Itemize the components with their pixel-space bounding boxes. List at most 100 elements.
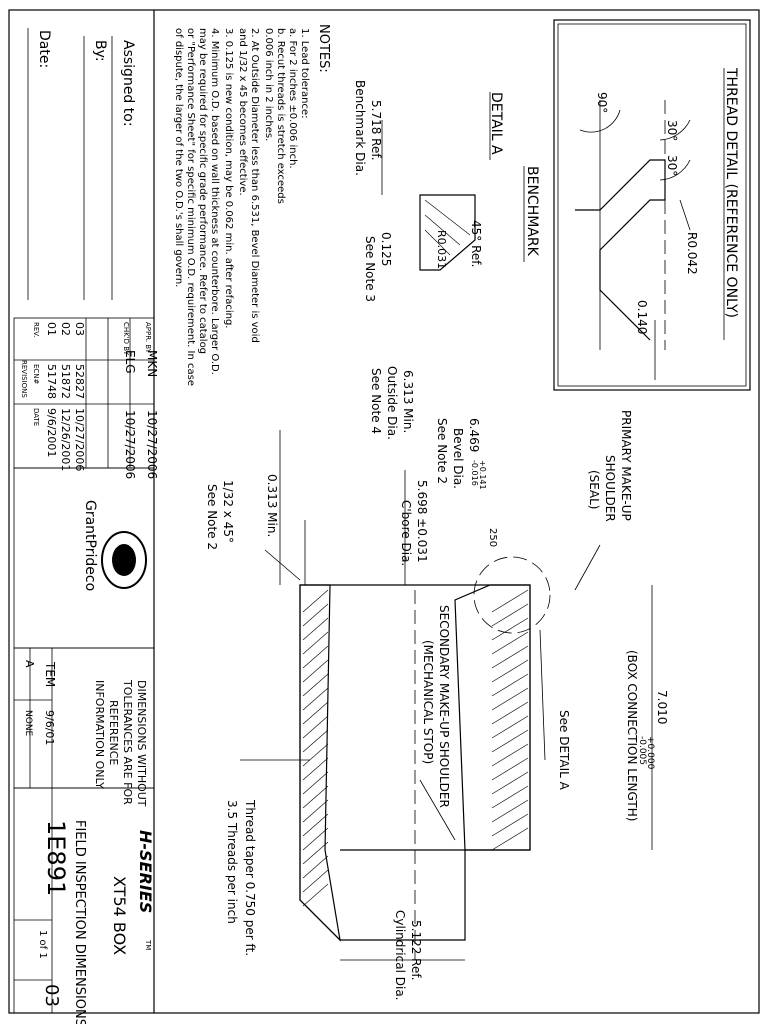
- section-hatch-line: [491, 729, 529, 753]
- part-title: XT54 BOX: [110, 876, 129, 955]
- detail-a-length-value: 0.125: [379, 232, 393, 266]
- upper-wall-hatch: [491, 589, 529, 851]
- chamfer-label: 1/32 x 45°: [221, 480, 235, 543]
- detail-a-profile: [419, 194, 476, 271]
- drawn-by: TEM: [43, 661, 57, 687]
- angle-30b-arc: [659, 159, 691, 181]
- section-hatch-line: [302, 785, 329, 809]
- rev-row-ecn: 52827: [73, 364, 86, 399]
- section-hatch-line: [302, 883, 329, 907]
- detail-a-length-note: See Note 3: [363, 236, 377, 302]
- note-line: 1. Lead tolerance:: [299, 28, 310, 119]
- thread-detail-title: THREAD DETAIL (REFERENCE ONLY): [723, 67, 739, 318]
- chkd-label: CHK'D BY: [122, 322, 130, 356]
- secondary-shoulder-line-2: (MECHANICAL STOP): [421, 640, 435, 764]
- detail-a: DETAIL A BENCHMARK 5.718 Ref. Benchmark …: [353, 80, 540, 302]
- note-line: 2. At Outside Diameter less than 6.531, …: [249, 28, 260, 343]
- section-hatch-line: [491, 631, 529, 655]
- thread-profile: [575, 159, 666, 341]
- appr-date: 10/27/2006: [145, 410, 159, 479]
- disclaimer-line: TOLERANCES ARE FOR: [121, 679, 134, 805]
- section-hatch-line: [302, 827, 329, 851]
- section-hatch-line: [491, 687, 529, 711]
- see-detail-label: See DETAIL A: [557, 710, 571, 791]
- disclaimer-line: INFORMATION ONLY: [93, 680, 106, 789]
- bevel-label: Bevel Dia.: [451, 428, 465, 489]
- section-hatch-line: [302, 799, 329, 823]
- drawn-date: 9/6/01: [43, 710, 56, 745]
- section-hatch-line: [302, 729, 329, 753]
- min-len-label: 0.313 Min.: [265, 474, 279, 537]
- note-line: of dispute, the larger of the two O.D.'s…: [173, 28, 184, 287]
- section-hatch-line: [491, 785, 529, 809]
- note-line: 0.006 inch in 2 inches.: [263, 28, 274, 141]
- notes-block: NOTES: 1. Lead tolerance: a. For 2 inche…: [173, 24, 331, 386]
- angle-90-arc: [579, 109, 621, 133]
- box-length-tol-plus: +0.000: [645, 736, 655, 770]
- title-block: Assigned to: By: Date: APPR. BY MKN 10/2…: [13, 10, 159, 1027]
- box-length-value: 7.010: [655, 690, 669, 724]
- section-hatch-line: [302, 631, 329, 655]
- section-hatch-line: [491, 827, 529, 851]
- cbore-value: 5.698 ±0.031: [415, 480, 429, 563]
- date-label: Date:: [36, 30, 52, 68]
- upper-wall-section: [454, 584, 531, 851]
- detail-a-hatch: [424, 229, 451, 256]
- scale-value: NONE: [23, 710, 33, 737]
- section-hatch-line: [302, 869, 329, 893]
- rev-row-ecn: 51748: [45, 364, 58, 399]
- rev-row-rev: 02: [59, 322, 72, 336]
- section-hatch-line: [302, 813, 329, 837]
- section-hatch-line: [302, 855, 329, 879]
- detail-a-hatch: [424, 214, 461, 246]
- rev-row-ecn: 51872: [59, 364, 72, 399]
- note-line: 4. Minimum O.D. based on wall thickness …: [209, 28, 220, 375]
- detail-a-hatch: [424, 199, 471, 236]
- section-hatch-line: [302, 757, 329, 781]
- section-hatch-line: [302, 645, 329, 669]
- od-note: See Note 4: [369, 368, 383, 434]
- section-hatch-line: [491, 813, 529, 837]
- bench-dia-value: 5.718 Ref.: [369, 100, 383, 161]
- rev-row-date: 12/26/2001: [59, 408, 72, 471]
- section-hatch-line: [302, 673, 329, 697]
- rev-row-date: 9/6/2001: [45, 408, 58, 457]
- thread-radius-label: R0.042: [685, 232, 699, 275]
- box-length-label: (BOX CONNECTION LENGTH): [625, 650, 639, 821]
- bevel-note: See Note 2: [435, 418, 449, 484]
- cyl-dia-value: 5.122 Ref.: [409, 920, 423, 981]
- section-hatch-line: [302, 617, 329, 641]
- bevel-angle-label: 45° Ref.: [469, 220, 483, 267]
- primary-shoulder-line-3: (SEAL): [587, 470, 601, 509]
- thread-taper-label: Thread taper 0.750 per ft.: [243, 799, 257, 956]
- logo-ring: [101, 531, 147, 589]
- section-hatch-line: [302, 603, 329, 627]
- ecn-header: ECN#: [32, 364, 40, 385]
- chamfer-note: See Note 2: [205, 484, 219, 550]
- od-value: 6.313 Min.: [401, 370, 415, 433]
- benchmark-label: BENCHMARK: [524, 166, 540, 257]
- note-line: may be required for specific grade perfo…: [197, 28, 208, 354]
- drawing-number: 1E891: [42, 820, 70, 896]
- section-hatch-line: [302, 659, 329, 683]
- threads-per-inch-label: 3.5 Threads per inch: [225, 800, 239, 924]
- appr-label: APPR. BY: [144, 322, 152, 354]
- assigned-label: Assigned to:: [120, 40, 136, 127]
- detail-a-title: DETAIL A: [488, 92, 504, 155]
- thread-detail: THREAD DETAIL (REFERENCE ONLY) 90° 30° 3…: [575, 67, 739, 380]
- note-line: b. Recut threads is stretch exceeds: [275, 28, 286, 204]
- section-hatch-line: [302, 715, 329, 739]
- surface-finish-label: 250: [487, 528, 498, 547]
- section-hatch-line: [302, 701, 329, 725]
- section-hatch-line: [491, 589, 529, 613]
- date-header: DATE: [32, 408, 40, 426]
- angle-30b-label: 30°: [665, 155, 679, 176]
- section-hatch-line: [491, 701, 529, 725]
- sheet-size: A: [23, 660, 36, 668]
- secondary-shoulder-line-1: SECONDARY MAKE-UP SHOULDER: [437, 605, 451, 808]
- thread-detail-inner-frame: [557, 23, 747, 387]
- bevel-tol-plus: +0.141: [478, 460, 487, 490]
- primary-shoulder-line-2: SHOULDER: [603, 455, 617, 522]
- lower-wall-section: [299, 584, 341, 942]
